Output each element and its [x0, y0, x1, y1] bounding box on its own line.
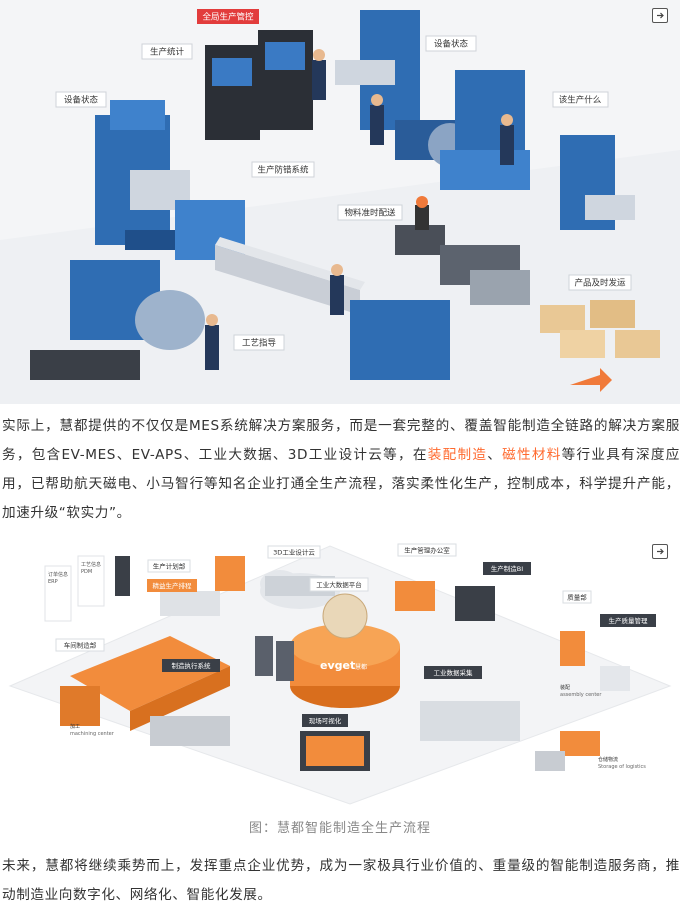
machine-bottom-left — [30, 260, 205, 380]
link-assembly-manufacturing[interactable]: 装配制造 — [427, 447, 488, 463]
svg-text:制造执行系统: 制造执行系统 — [172, 661, 212, 670]
control-panels — [205, 30, 313, 140]
svg-text:设备状态: 设备状态 — [434, 39, 469, 50]
svg-text:生产管理办公室: 生产管理办公室 — [404, 546, 450, 555]
shipping-boxes — [540, 300, 660, 392]
brand-logo: evget 慧都 — [320, 659, 367, 672]
svg-text:仓储物流: 仓储物流 — [598, 756, 618, 763]
label-data-collection: 工业数据采集 — [424, 666, 482, 679]
label-global-control: 全局生产管控 — [197, 9, 259, 24]
svg-text:物料准时配送: 物料准时配送 — [344, 208, 396, 219]
svg-text:装配: 装配 — [560, 684, 570, 691]
label-equipment-status-left: 设备状态 — [55, 91, 107, 108]
paragraph-1-text-b: 等行业具有深度应用，已帮助航天磁电、小马智行等知名企业打通全生产流程，落实柔性化… — [2, 447, 680, 521]
svg-text:Storage of logistics: Storage of logistics — [598, 764, 646, 770]
svg-text:assembly center: assembly center — [560, 692, 602, 698]
svg-text:生产质量管理: 生产质量管理 — [609, 616, 649, 625]
label-process-guide: 工艺指导 — [233, 334, 285, 351]
label-mes: 制造执行系统 — [162, 659, 220, 672]
machine-right — [440, 70, 635, 230]
label-error-proofing: 生产防错系统 — [251, 161, 315, 178]
svg-text:生产计划部: 生产计划部 — [153, 562, 186, 571]
workers — [205, 49, 514, 370]
central-platform — [290, 593, 400, 708]
separator: 、 — [487, 447, 503, 463]
svg-text:车间制造部: 车间制造部 — [64, 641, 97, 650]
label-visualization: 现场可视化 — [302, 714, 348, 727]
svg-text:质量部: 质量部 — [567, 593, 587, 602]
label-quality-mgmt: 生产质量管理 — [600, 614, 656, 627]
svg-text:生产统计: 生产统计 — [150, 47, 185, 58]
label-machining: 加工 machining center — [70, 723, 115, 737]
svg-text:evget: evget — [320, 659, 355, 672]
svg-text:3D工业设计云: 3D工业设计云 — [273, 548, 315, 557]
label-assembly: 装配 assembly center — [560, 684, 602, 698]
expand-icon — [657, 12, 664, 19]
label-production-stats: 生产统计 — [141, 43, 193, 60]
svg-text:生产防错系统: 生产防错系统 — [257, 165, 309, 176]
label-lean-scheduling: 精益生产排程 — [147, 579, 197, 592]
svg-text:设备状态: 设备状态 — [64, 95, 99, 106]
figure-caption: 图：慧都智能制造全生产流程 — [248, 821, 431, 836]
paragraph-1-text-a: 实际上，慧都提供的不仅仅是MES系统解决方案服务，而是一套完整的、覆盖智能制造全… — [2, 418, 680, 463]
svg-text:加工: 加工 — [70, 723, 80, 730]
svg-text:精益生产排程: 精益生产排程 — [153, 581, 193, 590]
visualization-screen — [300, 731, 370, 771]
svg-text:工业数据采集: 工业数据采集 — [434, 668, 474, 677]
production-right — [395, 581, 630, 771]
label-quality-dept: 质量部 — [562, 590, 592, 604]
label-logistics: 仓储物流 Storage of logistics — [598, 756, 646, 770]
svg-text:machining center: machining center — [70, 731, 115, 737]
conveyor — [175, 200, 450, 380]
svg-text:全局生产管控: 全局生产管控 — [202, 12, 254, 23]
machine-top — [335, 10, 472, 167]
label-equipment-status-top: 设备状态 — [425, 35, 477, 52]
label-what-to-produce: 该生产什么 — [552, 91, 609, 108]
expand-icon — [657, 548, 664, 555]
production-line-left — [60, 636, 230, 746]
svg-text:慧都: 慧都 — [355, 663, 367, 671]
svg-text:工艺指导: 工艺指导 — [242, 338, 277, 349]
label-production-plan: 生产计划部 — [147, 559, 191, 573]
svg-text:生产制造BI: 生产制造BI — [491, 564, 523, 573]
svg-text:该生产什么: 该生产什么 — [559, 95, 602, 106]
label-shipping: 产品及时发运 — [568, 274, 632, 291]
planning-area — [115, 556, 245, 616]
svg-text:工业大数据平台: 工业大数据平台 — [316, 580, 362, 589]
factory-illustration: 全局生产管控 生产统计 设备状态 设备状态 该生产什么 生产防错系统 — [0, 0, 680, 404]
expand-image-button-2[interactable] — [652, 544, 668, 559]
label-workshop: 车间制造部 — [55, 638, 105, 652]
factory-scene: 全局生产管控 生产统计 设备状态 设备状态 该生产什么 生产防错系统 — [0, 9, 680, 404]
paragraph-solution-overview: 实际上，慧都提供的不仅仅是MES系统解决方案服务，而是一套完整的、覆盖智能制造全… — [0, 412, 680, 528]
label-mgmt-office: 生产管理办公室 — [397, 543, 457, 557]
label-material-delivery: 物料准时配送 — [337, 204, 403, 221]
svg-text:现场可视化: 现场可视化 — [309, 716, 342, 725]
label-cloud-3d: 3D工业设计云 — [267, 545, 321, 559]
paragraph-future-outlook: 未来，慧都将继续乘势而上，发挥重点企业优势，成为一家极具行业价值的、重量级的智能… — [2, 858, 680, 903]
server-racks — [255, 636, 294, 681]
label-big-data: 工业大数据平台 — [309, 577, 369, 592]
expand-image-button[interactable] — [652, 8, 668, 23]
label-production-bi: 生产制造BI — [483, 562, 531, 575]
link-magnetic-materials[interactable]: 磁性材料 — [502, 447, 562, 463]
svg-text:产品及时发运: 产品及时发运 — [574, 278, 626, 289]
